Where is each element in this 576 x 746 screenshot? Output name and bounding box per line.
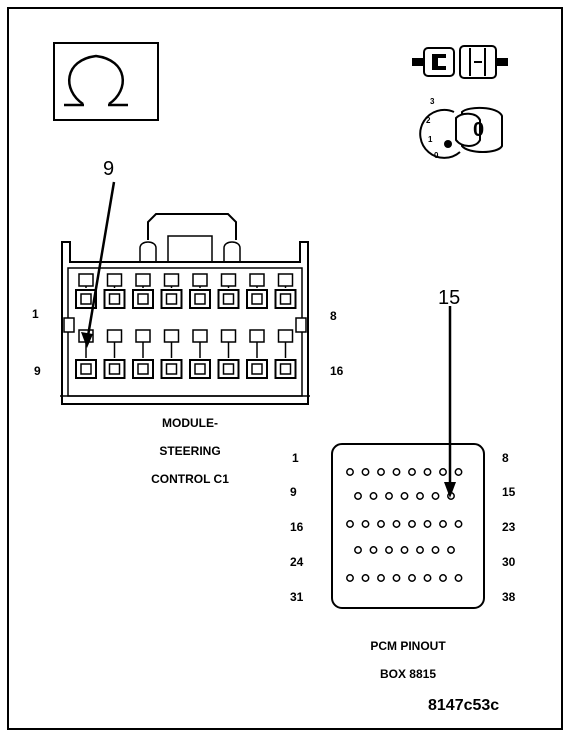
pcm-pin-hole [354, 492, 362, 500]
pcm-pin-hole [361, 468, 370, 476]
pcm-pin-hole [361, 574, 370, 582]
connector-cavities [63, 273, 307, 379]
pcm-right-label-15: 15 [502, 485, 516, 499]
connector-cavity [103, 329, 126, 379]
pcm-pin-hole [392, 520, 401, 528]
pcm-pin-hole [369, 492, 378, 500]
pcm-pin-hole [354, 546, 362, 554]
pcm-left-label-1: 1 [292, 451, 299, 465]
pcm-right-label-8: 8 [502, 451, 509, 465]
c1-pin-label-16: 16 [330, 364, 344, 378]
pcm-pin-hole [377, 574, 385, 582]
pcm-pin-hole [416, 492, 424, 500]
pcm-pin-hole [408, 574, 416, 582]
connector-cavity [217, 329, 240, 379]
pcm-left-label-9: 9 [290, 485, 297, 499]
pcm-right-label-30: 30 [502, 555, 516, 569]
pcm-pin-hole [423, 468, 432, 476]
pcm-pin-hole [431, 546, 440, 554]
pcm-pin-hole [423, 574, 432, 582]
connector-cavity [274, 273, 297, 309]
pcm-pin-hole [385, 546, 393, 554]
connector-cavity [189, 329, 211, 379]
module-title-line-2: STEERING [159, 444, 221, 458]
pcm-pin-hole [416, 546, 424, 554]
connector-side-tab [63, 317, 75, 333]
pcm-pin-hole [439, 520, 447, 528]
ignition-position-1: 1 [428, 135, 433, 144]
ignition-key-label: 0 [473, 119, 485, 141]
connector-cavity [103, 273, 126, 309]
connector-cavity [75, 273, 97, 309]
pcm-pin-hole [377, 520, 385, 528]
pcm-pin-hole [385, 492, 393, 500]
connector-cavity [132, 329, 154, 379]
pcm-pinout-box [331, 443, 485, 609]
ignition-key-icon [419, 106, 503, 159]
callout-15-arrow [444, 306, 456, 498]
ignition-position-3: 3 [430, 97, 435, 106]
pcm-right-label-38: 38 [502, 590, 516, 604]
c1-pin-label-1: 1 [32, 307, 39, 321]
pcm-pinout-title: PCM PINOUT BOX 8815 [338, 632, 478, 688]
pcm-left-label-16: 16 [290, 520, 304, 534]
pcm-pin-hole [400, 492, 409, 500]
connector-cavity [132, 273, 154, 309]
pcm-pin-hole [454, 574, 463, 582]
connector-side-tab [295, 317, 307, 333]
pcm-pin-hole [408, 468, 416, 476]
ignition-position-2: 2 [426, 116, 431, 125]
connector-disconnect-icon [412, 45, 508, 79]
pcm-pin-hole [431, 492, 440, 500]
pcm-pin-hole [447, 546, 455, 554]
connector-cavity [246, 273, 268, 309]
pcm-pin-hole [439, 468, 447, 476]
steering-control-connector [60, 213, 310, 405]
pcm-pin-hole [454, 520, 463, 528]
pcm-pin-hole [377, 468, 385, 476]
pcm-pin-hole [346, 468, 354, 476]
pcm-pin-hole [392, 574, 401, 582]
reference-code: 8147c53c [428, 697, 500, 714]
pcm-pin-hole [400, 546, 409, 554]
pcm-pin-hole [392, 468, 401, 476]
c1-pin-label-9: 9 [34, 364, 41, 378]
pcm-title-line-2: BOX 8815 [379, 667, 437, 681]
callout-9-label: 9 [103, 158, 115, 180]
ignition-position-0: 0 [434, 151, 439, 160]
callout-15-label: 15 [438, 287, 461, 309]
connector-cavity [160, 329, 183, 379]
diagram-frame [7, 7, 563, 730]
module-title-line-1: MODULE- [162, 416, 218, 430]
pcm-pin-hole [439, 574, 447, 582]
connector-cavity [217, 273, 240, 309]
connector-cavity [246, 329, 268, 379]
connector-cavity [189, 273, 211, 309]
connector-cavity [274, 329, 297, 379]
c1-pin-label-8: 8 [330, 309, 337, 323]
callout-9-arrow [81, 181, 116, 348]
connector-cavity [160, 273, 183, 309]
pcm-pin-hole [408, 520, 416, 528]
module-title-line-3: CONTROL C1 [151, 472, 229, 486]
pcm-pin-hole [346, 574, 354, 582]
pcm-pin-hole [423, 520, 432, 528]
module-connector-title: MODULE- STEERING CONTROL C1 [120, 409, 260, 493]
pcm-right-label-23: 23 [502, 520, 516, 534]
pcm-pin-hole [454, 468, 463, 476]
pcm-title-line-1: PCM PINOUT [370, 639, 446, 653]
ohmmeter-omega-icon [53, 42, 159, 121]
pcm-left-label-24: 24 [290, 555, 304, 569]
pcm-pin-hole [346, 520, 354, 528]
pcm-pin-holes [346, 468, 463, 582]
pcm-pin-hole [369, 546, 378, 554]
pcm-pin-hole [361, 520, 370, 528]
pcm-left-label-31: 31 [290, 590, 304, 604]
